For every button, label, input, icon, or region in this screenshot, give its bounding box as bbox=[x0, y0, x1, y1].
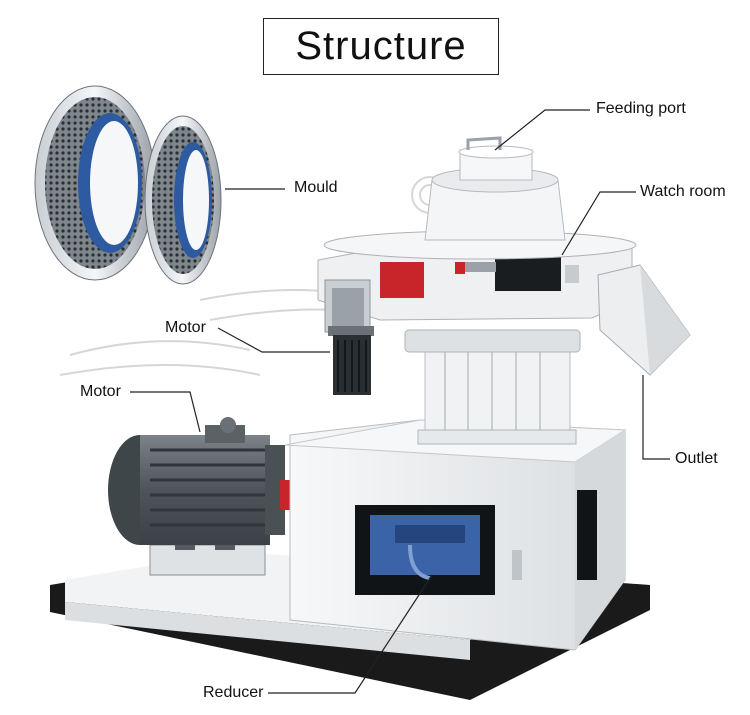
feeding-port bbox=[424, 136, 566, 241]
motor-upper-leader bbox=[217, 327, 330, 353]
main-motor bbox=[108, 417, 290, 576]
label-feeding-port: Feeding port bbox=[596, 100, 686, 117]
label-reducer: Reducer bbox=[203, 684, 264, 701]
outlet-leader bbox=[642, 375, 670, 460]
label-motor-lower: Motor bbox=[80, 383, 121, 400]
main-housing bbox=[284, 419, 627, 651]
upper-motor bbox=[324, 279, 374, 395]
label-outlet: Outlet bbox=[675, 450, 718, 467]
watch-room-leader bbox=[561, 191, 636, 256]
callout-lines bbox=[130, 109, 670, 694]
label-motor-upper: Motor bbox=[165, 319, 206, 336]
outlet-chute bbox=[597, 264, 691, 376]
reducer-leader bbox=[268, 574, 433, 694]
label-watch-room: Watch room bbox=[640, 183, 726, 200]
label-mould: Mould bbox=[294, 179, 338, 196]
motor-lower-leader bbox=[130, 391, 201, 433]
feeding-port-leader bbox=[494, 109, 590, 151]
page-title: Structure bbox=[263, 18, 499, 75]
mould-rings bbox=[34, 85, 222, 285]
column bbox=[404, 329, 581, 445]
die-chamber bbox=[317, 230, 637, 321]
